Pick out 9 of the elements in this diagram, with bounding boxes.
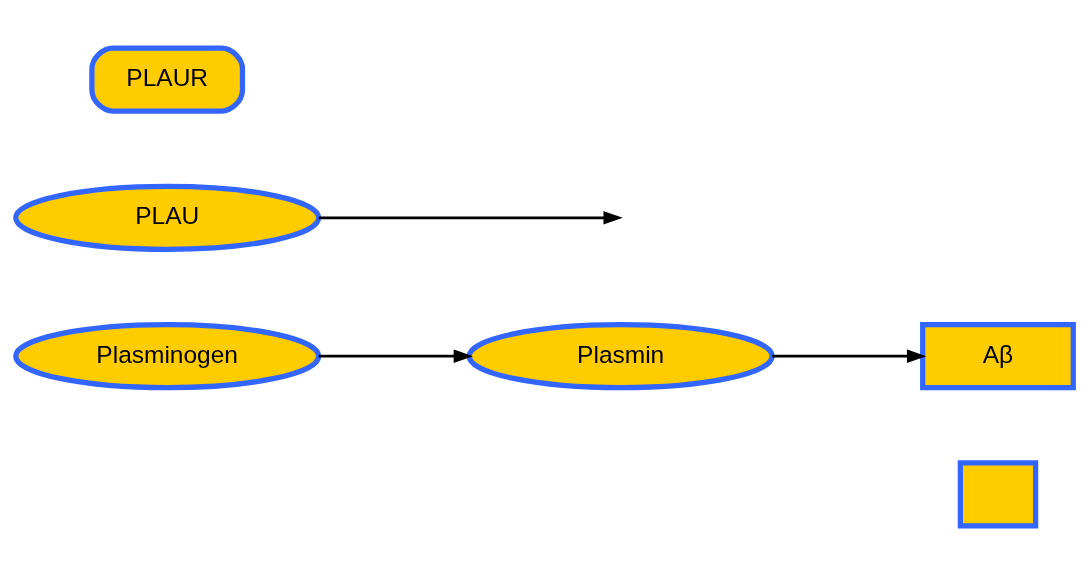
node-ellipse: PLAU (13, 183, 322, 252)
node-box (957, 459, 1039, 529)
arrow (318, 348, 473, 363)
node-ellipse: Plasmin (466, 321, 775, 390)
node-box: Aβ (920, 321, 1076, 390)
node-box: PLAUR (89, 44, 246, 114)
arrow (318, 210, 623, 225)
node-ellipse: Plasminogen (13, 321, 322, 390)
arrow (772, 348, 927, 363)
